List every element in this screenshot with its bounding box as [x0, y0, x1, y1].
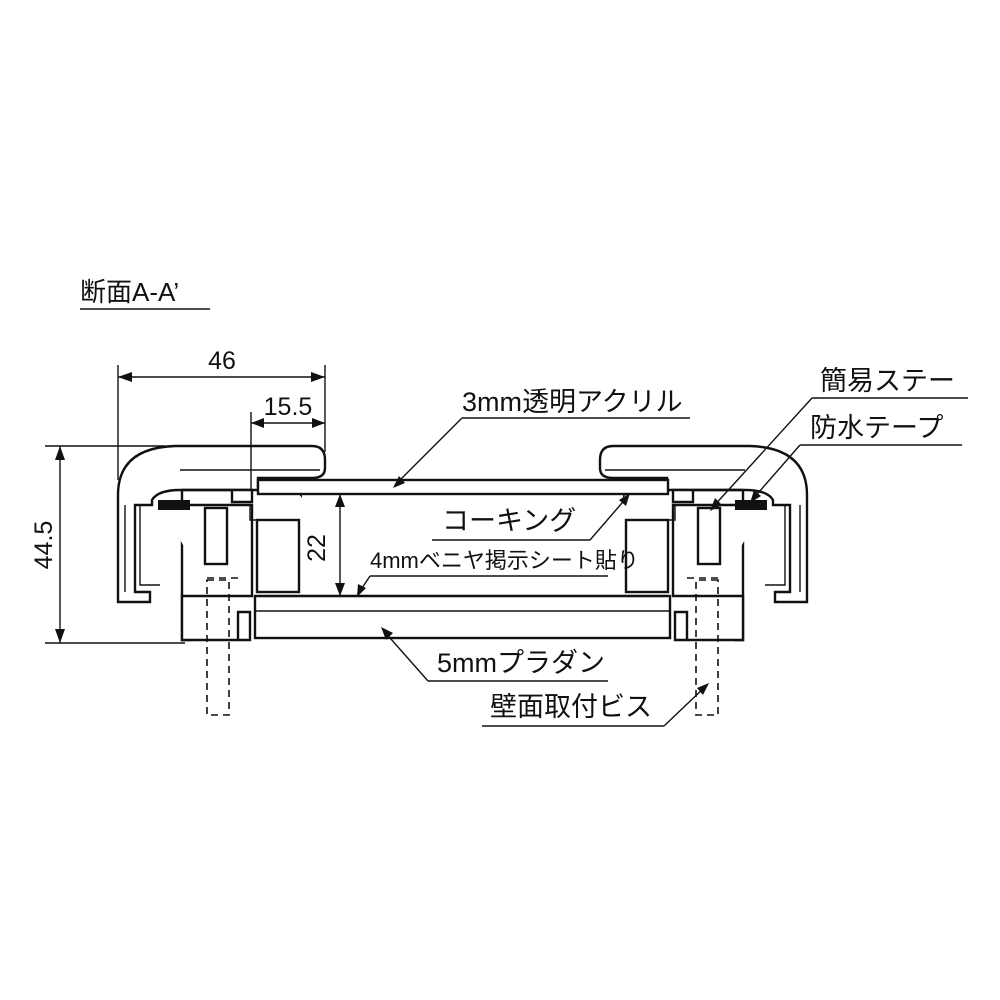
- callout-stay-leader: [711, 397, 813, 509]
- callout-wall-screw-label: 壁面取付ビス: [490, 692, 652, 722]
- callout-wall-screw: 壁面取付ビス: [482, 683, 709, 727]
- right-stay-slot: [696, 506, 722, 566]
- right-cap: [598, 444, 809, 604]
- callout-pladan: 5mmプラダン: [381, 627, 608, 682]
- left-cap: [116, 444, 327, 604]
- left-cap-inner-2: [139, 505, 160, 586]
- callout-waterproof-arrow: [750, 490, 761, 503]
- pladan-panel: [253, 594, 672, 640]
- right-cap-inner-2: [765, 505, 786, 586]
- left-inner-box: [255, 518, 301, 594]
- dim-overall-height: 44.5: [30, 445, 185, 644]
- right-waterproof-tape: [735, 500, 767, 510]
- left-inner-edge: [249, 505, 300, 521]
- acrylic-panel: [256, 478, 670, 496]
- arrow-15-5-left: [251, 418, 264, 428]
- callout-veneer-arrow: [357, 584, 366, 597]
- left-body-lower: [160, 503, 254, 642]
- left-wall-screw: [206, 579, 230, 716]
- callout-waterproof: 防水テープ: [750, 413, 962, 503]
- arrow-44-5-top: [55, 446, 65, 460]
- dim-overall-width: 46: [117, 347, 326, 480]
- arrow-22-bottom: [335, 583, 345, 596]
- right-body-lower: [671, 503, 765, 642]
- callout-pladan-arrow: [381, 627, 393, 640]
- callout-acrylic-leader: [394, 417, 463, 486]
- dim-22-label: 22: [303, 534, 331, 562]
- callout-waterproof-label: 防水テープ: [810, 413, 943, 443]
- callout-caulking-leader: [589, 495, 629, 541]
- callout-wall-screw-leader: [663, 685, 707, 727]
- left-waterproof-tape: [158, 500, 190, 510]
- callout-pladan-leader: [382, 629, 429, 682]
- callout-acrylic-label: 3mm透明アクリル: [462, 387, 683, 417]
- callout-caulking-arrow: [619, 493, 630, 506]
- right-wall-screw: [695, 579, 719, 716]
- arrow-15-5-right: [312, 418, 325, 428]
- arrow-44-5-bottom: [55, 629, 65, 643]
- callout-stay-label: 簡易ステー: [820, 366, 955, 396]
- callout-caulking-label: コーキング: [442, 506, 576, 536]
- callout-waterproof-leader: [751, 444, 801, 501]
- dim-inner-depth: 22: [303, 494, 345, 596]
- callout-stay-arrow: [710, 498, 722, 511]
- dim-lip-width: 15.5: [250, 393, 325, 490]
- left-frame-profile: [116, 444, 327, 716]
- arrow-46-left: [118, 372, 132, 382]
- arrow-46-right: [311, 372, 325, 382]
- callout-veneer: 4mmベニヤ掲示シート貼り: [357, 548, 639, 597]
- callout-pladan-label: 5mmプラダン: [437, 648, 605, 678]
- left-stay-slot: [203, 506, 229, 566]
- dim-15-5-label: 15.5: [264, 393, 313, 421]
- right-frame-profile: [598, 444, 809, 716]
- arrow-22-top: [335, 494, 345, 507]
- callout-acrylic: 3mm透明アクリル: [393, 387, 690, 488]
- callout-acrylic-arrow: [393, 476, 405, 488]
- callout-stay: 簡易ステー: [710, 366, 968, 511]
- callout-wall-screw-arrow: [697, 683, 709, 695]
- callout-veneer-label: 4mmベニヤ掲示シート貼り: [370, 548, 639, 573]
- dim-46-label: 46: [208, 347, 236, 375]
- right-inner-edge: [625, 505, 676, 521]
- callout-caulking: コーキング: [432, 493, 630, 541]
- dim-44-5-label: 44.5: [30, 521, 58, 570]
- section-title: 断面A-A’: [80, 277, 179, 307]
